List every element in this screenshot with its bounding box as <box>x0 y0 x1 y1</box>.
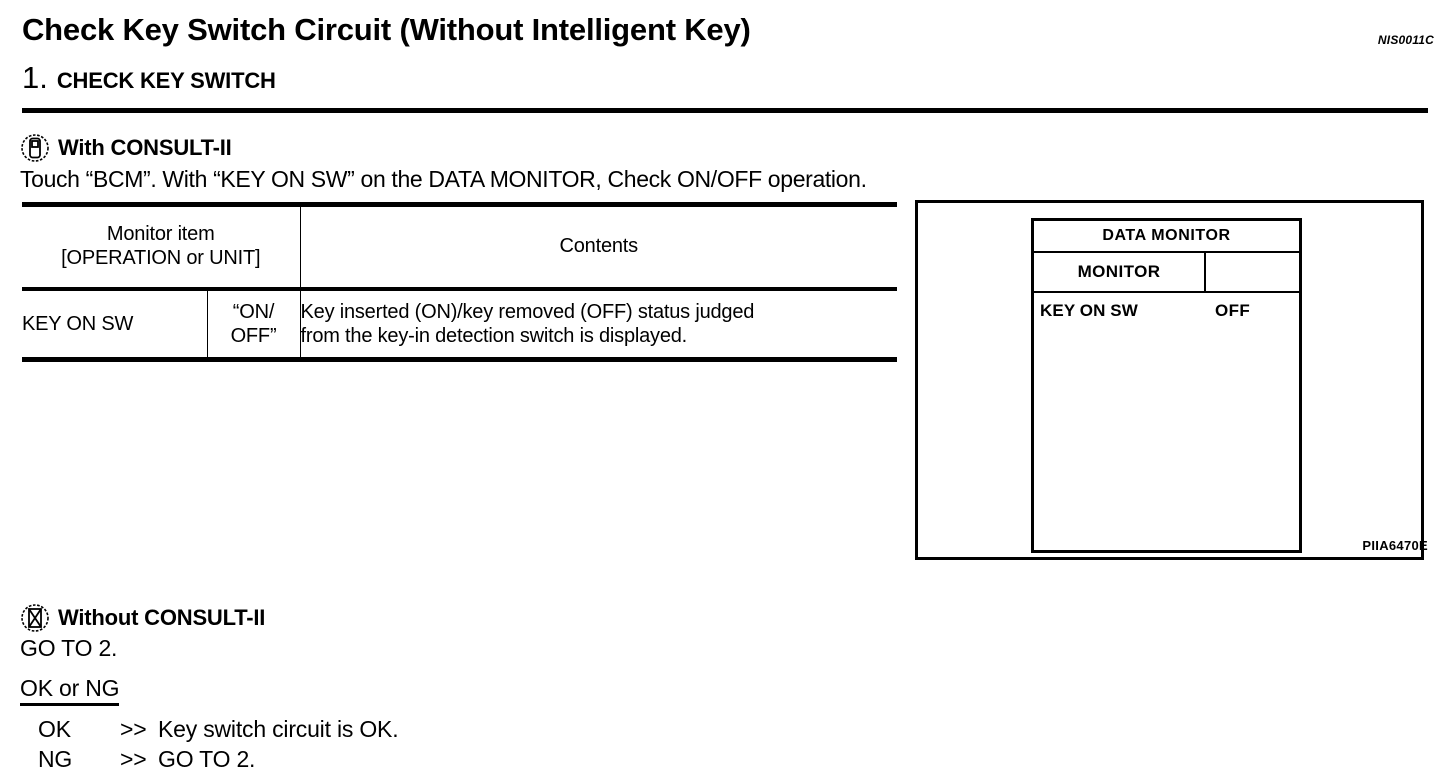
consult-device-icon <box>20 133 50 163</box>
with-consult-instruction: Touch “BCM”. With “KEY ON SW” on the DAT… <box>20 166 867 192</box>
header-monitor-item-line1: Monitor item <box>106 223 215 246</box>
step-number: 1. <box>22 60 48 95</box>
step-title: CHECK KEY SWITCH <box>56 68 276 93</box>
header-contents: Contents <box>299 202 897 291</box>
cell-contents-line2: from the key-in detection switch is disp… <box>300 325 688 347</box>
without-consult-label: Without CONSULT-II <box>58 605 266 630</box>
cell-unit: “ON/ OFF” <box>206 288 301 362</box>
with-consult-heading: With CONSULT-II <box>20 133 232 163</box>
monitor-item-table: Monitor item [OPERATION or UNIT] Content… <box>22 202 897 362</box>
judgement-result-ok-text: Key switch circuit is OK. <box>158 716 399 742</box>
judgement-result-ng-label: NG <box>38 745 73 772</box>
judgement-result-ok-label: OK <box>38 716 71 742</box>
judgement-result-list: OK >> Key switch circuit is OK. NG >> GO… <box>38 715 399 775</box>
data-monitor-row: KEY ON SW OFF <box>1034 293 1299 321</box>
judgement-result-ng: NG >> GO TO 2. <box>38 745 398 775</box>
header-monitor-item-line2: [OPERATION or UNIT] <box>61 247 261 269</box>
judgement-result-ok-arrow: >> <box>120 716 147 742</box>
cell-contents: Key inserted (ON)/key removed (OFF) stat… <box>299 288 897 362</box>
data-monitor-title: DATA MONITOR <box>1034 221 1299 253</box>
data-monitor-column-header: MONITOR <box>1034 253 1206 291</box>
cell-monitor-item: KEY ON SW <box>22 288 208 362</box>
page-title: Check Key Switch Circuit (Without Intell… <box>22 12 751 47</box>
judgement-result-ok: OK >> Key switch circuit is OK. <box>38 715 399 745</box>
without-consult-heading: Without CONSULT-II <box>20 603 265 633</box>
header-divider-rule <box>22 108 1428 113</box>
cell-contents-line1: Key inserted (ON)/key removed (OFF) stat… <box>300 301 755 323</box>
judgement-title: OK or NG <box>20 675 120 706</box>
data-monitor-row-value: OFF <box>1215 301 1251 320</box>
without-consult-instruction: GO TO 2. <box>20 635 118 661</box>
data-monitor-row-name: KEY ON SW <box>1040 301 1138 320</box>
data-monitor-column-header-value <box>1206 253 1299 291</box>
consult-device-crossed-out-icon <box>20 603 50 633</box>
header-monitor-item: Monitor item [OPERATION or UNIT] <box>22 202 301 291</box>
figure-panel: DATA MONITOR MONITOR KEY ON SW OFF <box>915 200 1424 560</box>
step-heading: 1. CHECK KEY SWITCH <box>22 62 276 94</box>
figure-caption: PIIA6470E <box>1362 538 1428 553</box>
judgement-result-ng-text: GO TO 2. <box>158 745 256 772</box>
cell-unit-line2: OFF” <box>230 325 277 347</box>
data-monitor-screen: DATA MONITOR MONITOR KEY ON SW OFF <box>1031 218 1302 553</box>
cell-unit-line1: “ON/ <box>232 301 275 323</box>
reference-code: NIS0011C <box>1377 33 1434 47</box>
with-consult-label: With CONSULT-II <box>58 135 232 160</box>
table-header-row: Monitor item [OPERATION or UNIT] Content… <box>22 202 897 291</box>
data-monitor-column-header-row: MONITOR <box>1034 253 1299 293</box>
judgement-result-ng-arrow: >> <box>120 745 147 772</box>
table-row: KEY ON SW “ON/ OFF” Key inserted (ON)/ke… <box>22 288 897 362</box>
